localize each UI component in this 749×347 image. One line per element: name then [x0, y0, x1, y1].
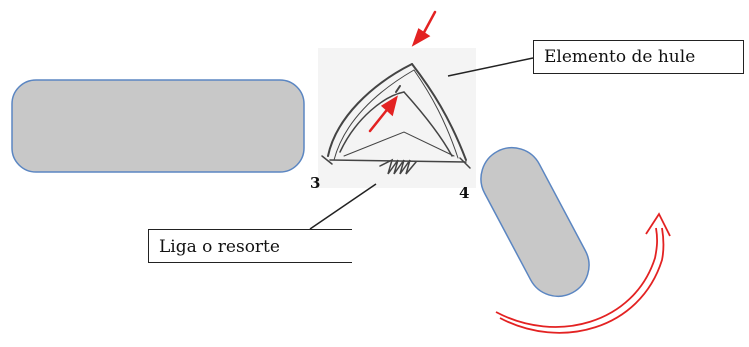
spring-icon: [379, 158, 417, 175]
red-arrow-icon: [411, 10, 437, 47]
band-spring-callout: Liga o resorte: [148, 229, 352, 263]
point-3-label: 3: [310, 174, 321, 192]
left-block: [11, 79, 305, 173]
rubber-element-callout: Elemento de hule: [533, 40, 744, 74]
leader-line-spring: [309, 183, 377, 230]
red-arrow-icon: [368, 95, 398, 133]
curved-arrow-icon: [495, 212, 671, 334]
tilted-block: [480, 146, 590, 298]
joint-sketch: [318, 48, 476, 188]
leader-line-rubber: [447, 57, 534, 77]
point-4-label: 4: [459, 184, 470, 202]
